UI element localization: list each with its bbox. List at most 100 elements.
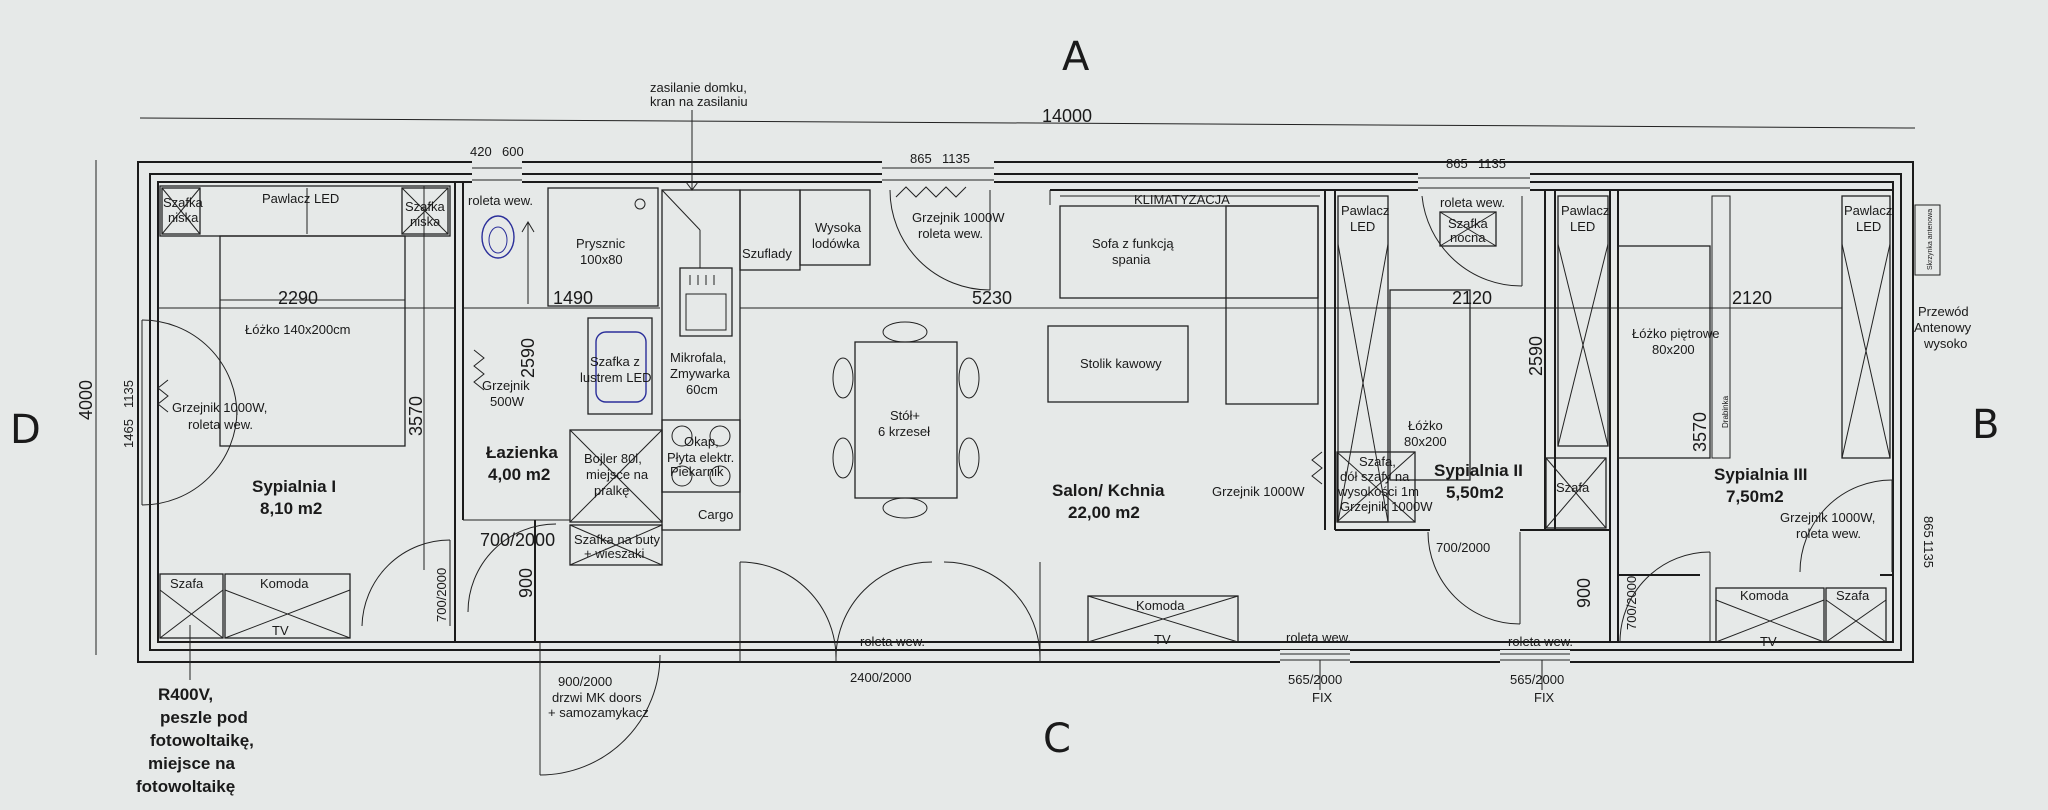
szafa-bed1-label: Szafa (170, 576, 204, 591)
komoda-bed1-label: Komoda (260, 576, 309, 591)
pawlacz-bed3a (1557, 195, 1609, 447)
plyta (661, 419, 741, 493)
komoda-bed3 (1715, 587, 1825, 643)
dim-salon-width: 5230 (972, 288, 1012, 308)
lozko-pietrowe-1: Łóżko piętrowe (1632, 326, 1719, 341)
antena-label-3: wysoko (1923, 336, 1967, 351)
sofa (1059, 205, 1319, 299)
komoda-salon-label: Komoda (1136, 598, 1185, 613)
room-area-bathroom: 4,00 m2 (488, 465, 550, 484)
lodowka-label-2: lodówka (812, 236, 860, 251)
pv-label-5: fotowoltaikę (136, 777, 235, 796)
pawlacz-led-bed1: Pawlacz LED (262, 191, 339, 206)
dim-bedroom2-width: 2120 (1452, 288, 1492, 308)
pv-label-2: peszle pod (160, 708, 248, 727)
dim-bedroom2-depth: 2590 (1526, 336, 1546, 376)
room-name-bathroom: Łazienka (486, 443, 558, 462)
entry-door-2: + samozamykacz (548, 705, 649, 720)
dim-right-window-a: 865 (1921, 516, 1936, 538)
roleta-fix-2: roleta wew. (1508, 634, 1573, 649)
lozko-80-2: 80x200 (1404, 434, 1447, 449)
tv-bed1: TV (272, 623, 289, 638)
fix-label-2: FIX (1534, 690, 1555, 705)
dim-bath-depth: 2590 (518, 338, 538, 378)
szafa-bed2-1: Szafa, (1359, 454, 1396, 469)
entry-door-1: drzwi MK doors (552, 690, 642, 705)
room-area-bedroom2: 5,50m2 (1446, 483, 1504, 502)
bojler-label-2: miejsce na (586, 467, 649, 482)
pv-label-4: miejsce na (148, 754, 235, 773)
cargo-label: Cargo (698, 507, 733, 522)
okap-2: Płyta elektr. (667, 450, 734, 465)
axis-label-a: A (1062, 34, 1090, 80)
dim-door-bed2: 700/2000 (1436, 540, 1490, 555)
room-name-bedroom3: Sypialnia III (1714, 465, 1808, 484)
bed-140 (219, 235, 406, 447)
pawlacz-bed3b-1: Pawlacz (1844, 203, 1892, 218)
pawlacz-bed3b (1841, 195, 1891, 459)
dim-door-bed3: 700/2000 (1624, 576, 1639, 630)
prysznic-label-2: 100x80 (580, 252, 623, 267)
dim-door-entry: 900/2000 (558, 674, 612, 689)
bojler-label-3: pralkę (594, 483, 629, 498)
dim-left-window: 1465 (121, 419, 136, 448)
bojler-label-1: Bojler 80l, (584, 451, 642, 466)
stolik-kawowy (1047, 325, 1189, 403)
prysznic (547, 187, 659, 307)
lodowka (799, 189, 871, 266)
dim-top-window-1b: 1135 (942, 151, 970, 166)
room-name-bedroom2: Sypialnia II (1434, 461, 1523, 480)
room-name-bedroom1: Sypialnia I (252, 477, 336, 496)
bed-140-label: Łóżko 140x200cm (245, 322, 351, 337)
szafa-bed2b-label: Szafa (1556, 480, 1590, 495)
roleta-fix-1: roleta wew. (1286, 630, 1351, 645)
szafa-bed2b (1545, 457, 1607, 529)
fix-label-1: FIX (1312, 690, 1333, 705)
room-area-bedroom1: 8,10 m2 (260, 499, 322, 518)
pv-label-1: R400V, (158, 685, 213, 704)
szafa-bed3 (1825, 587, 1887, 643)
stol-label-2: 6 krzeseł (878, 424, 930, 439)
tv-salon: TV (1154, 632, 1171, 647)
szafka-niska-right-2: niska (410, 214, 441, 229)
room-area-bedroom3: 7,50m2 (1726, 487, 1784, 506)
dim-bedroom1-width: 2290 (278, 288, 318, 308)
antena-box-label: Skrzynka antenowa (1927, 209, 1934, 270)
axis-label-c: C (1043, 716, 1071, 762)
dim-bedroom3-width: 2120 (1732, 288, 1772, 308)
szafka-buty-2: + wieszaki (584, 546, 644, 561)
szafa-bed1 (159, 573, 224, 639)
stolik-label: Stolik kawowy (1080, 356, 1162, 371)
lozko-pietrowe-2: 80x200 (1652, 342, 1695, 357)
outer-wall (137, 161, 1914, 663)
szafka-nocna-2: nocna (1450, 230, 1486, 245)
power-supply-label-2: kran na zasilaniu (650, 94, 748, 109)
pawlacz-bed2-2: LED (1350, 219, 1375, 234)
dim-door-terrace: 2400/2000 (850, 670, 911, 685)
axis-label-d: D (10, 407, 41, 453)
power-supply-label-1: zasilanie domku, (650, 80, 747, 95)
lozko-pietrowe (1617, 245, 1711, 459)
komoda-bed1 (224, 573, 351, 639)
szafka-niska-right-1: Szafka (405, 199, 446, 214)
zlew (679, 267, 733, 337)
szafka-nocna-1: Szafka (1448, 216, 1489, 231)
roleta-bath: roleta wew. (468, 193, 533, 208)
grzejnik-500-2: 500W (490, 394, 525, 409)
lozko-80-1: Łóżko (1408, 418, 1443, 433)
dim-bath-window-a: 420 (470, 144, 492, 159)
szafa-bed3-label: Szafa (1836, 588, 1870, 603)
okap-3: Piekarnik (670, 464, 724, 479)
mikrofala-2: Zmywarka (670, 366, 731, 381)
roleta-bed2: roleta wew. (1440, 195, 1505, 210)
grzejnik-salon-right: Grzejnik 1000W (1212, 484, 1305, 499)
dim-left-window-2: 1135 (121, 380, 136, 408)
szafka-lustro-2: lustrem LED (580, 370, 652, 385)
mikrofala-1: Mikrofala, (670, 350, 726, 365)
dim-door-bed1: 700/2000 (434, 568, 449, 622)
grzejnik-bed3-1: Grzejnik 1000W, (1780, 510, 1875, 525)
klimatyzacja-label: KLIMATYZACJA (1134, 192, 1230, 207)
szuflady-label: Szuflady (742, 246, 792, 261)
grzejnik-bed3-2: roleta wew. (1796, 526, 1861, 541)
